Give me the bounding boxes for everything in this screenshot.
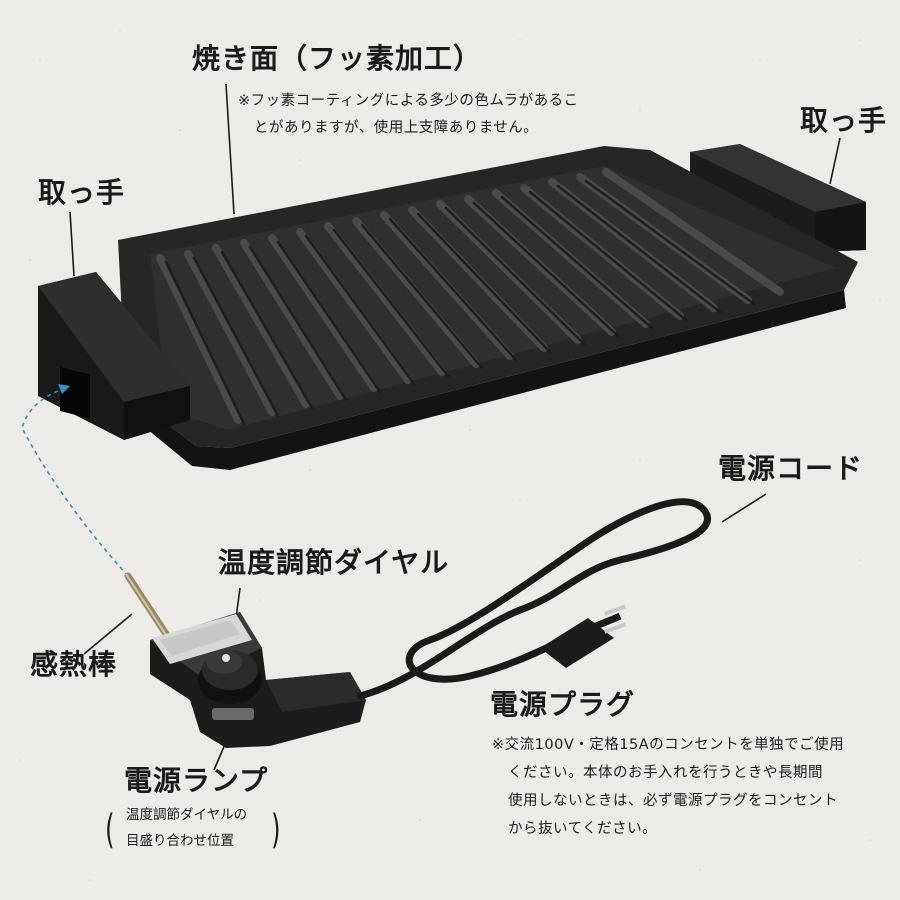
- left-handle-label: 取っ手: [38, 176, 126, 209]
- power-lamp-note-line2: 目盛り合わせ位置: [126, 833, 234, 849]
- cooking-surface-note-line1: ※フッ素コーティングによる多少の色ムラがあるこ: [238, 93, 579, 109]
- grill-plate: [38, 144, 866, 470]
- power-plug-note-line3: 使用しないときは、必ず電源プラグをコンセント: [508, 793, 838, 809]
- heat-sensor-rod-label: 感熱棒: [30, 648, 118, 681]
- right-handle: [690, 144, 866, 252]
- power-lamp-note-line1: 温度調節ダイヤルの: [126, 807, 248, 823]
- power-lamp-label: 電源ランプ: [124, 764, 269, 797]
- power-plug-note-line1: ※交流100V・定格15Aのコンセントを単独でご使用: [492, 737, 845, 753]
- cooking-surface-note-line2: とがありますが、使用上支障ありません。: [254, 120, 539, 136]
- power-cord-label: 電源コード: [718, 452, 864, 485]
- power-plug-note-line2: ください。本体のお手入れを行うときや長期間: [508, 765, 823, 781]
- cooking-surface-label: 焼き面（フッ素加工）: [192, 42, 483, 75]
- right-handle-label: 取っ手: [800, 104, 888, 137]
- power-plug-note-line4: から抜いてください。: [508, 821, 658, 837]
- power-lamp-note-bracket-right: ): [271, 807, 281, 853]
- power-lamp-note-bracket-left: (: [105, 807, 115, 853]
- temperature-controller: [124, 498, 711, 748]
- left-handle: [38, 272, 190, 440]
- insertion-guide: [21, 387, 129, 577]
- temperature-dial-label: 温度調節ダイヤル: [218, 546, 450, 579]
- power-plug-label: 電源プラグ: [490, 688, 636, 721]
